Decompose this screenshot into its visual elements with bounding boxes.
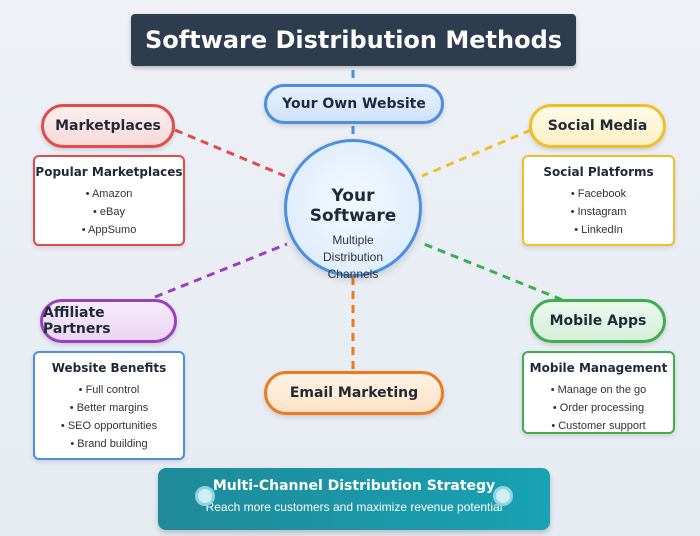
card-website-benefits-title: Website Benefits [51,361,167,375]
page-title: Software Distribution Methods [144,26,563,54]
list-item: Better margins [35,399,183,417]
list-item: Brand building [35,435,183,453]
list-item: Instagram [524,203,673,221]
list-item: Order processing [524,399,673,417]
connector-social [421,128,532,178]
banner-subtitle: Reach more customers and maximize revenu… [205,500,503,514]
list-item: eBay [35,203,183,221]
decorative-dot-icon [493,486,513,506]
node-website: Your Own Website [264,84,444,124]
node-affiliate-label: Affiliate Partners [43,305,111,337]
list-item: Facebook [524,185,673,203]
card-mobile-title: Mobile Management [529,361,668,375]
node-website-label: Your Own Website [282,96,426,112]
card-social-title: Social Platforms [543,165,654,179]
center-subtitle: Multiple Distribution Channels [322,233,384,281]
node-mobile: Mobile Apps [530,299,666,343]
node-marketplaces: Marketplaces [41,104,175,148]
node-social: Social Media [529,104,666,148]
banner-title: Multi-Channel Distribution Strategy [212,478,496,494]
center-node: Your Software Multiple Distribution Chan… [284,139,422,281]
decorative-dot-icon [195,486,215,506]
card-social: Social Platforms Facebook Instagram Link… [522,155,675,246]
node-email-label: Email Marketing [289,385,419,401]
card-marketplaces: Popular Marketplaces Amazon eBay AppSumo [33,155,185,246]
card-marketplaces-title: Popular Marketplaces [35,165,183,179]
list-item: Amazon [35,185,183,203]
title-bar: Software Distribution Methods [131,14,576,66]
card-mobile: Mobile Management Manage on the go Order… [522,351,675,434]
list-item: SEO opportunities [35,417,183,435]
node-mobile-label: Mobile Apps [549,313,647,329]
connector-marketplaces [174,128,286,178]
node-social-label: Social Media [547,118,648,134]
connector-mobile [423,242,576,307]
connector-affiliate [154,242,288,299]
node-affiliate: Affiliate Partners [40,299,177,343]
node-email: Email Marketing [264,371,444,415]
list-item: LinkedIn [524,221,673,239]
strategy-banner: Multi-Channel Distribution Strategy Reac… [158,468,550,530]
list-item: Customer support [524,417,673,435]
list-item: Full control [35,381,183,399]
center-title: Your Software [309,186,397,226]
card-website-benefits: Website Benefits Full control Better mar… [33,351,185,460]
list-item: AppSumo [35,221,183,239]
node-marketplaces-label: Marketplaces [55,118,161,134]
list-item: Manage on the go [524,381,673,399]
